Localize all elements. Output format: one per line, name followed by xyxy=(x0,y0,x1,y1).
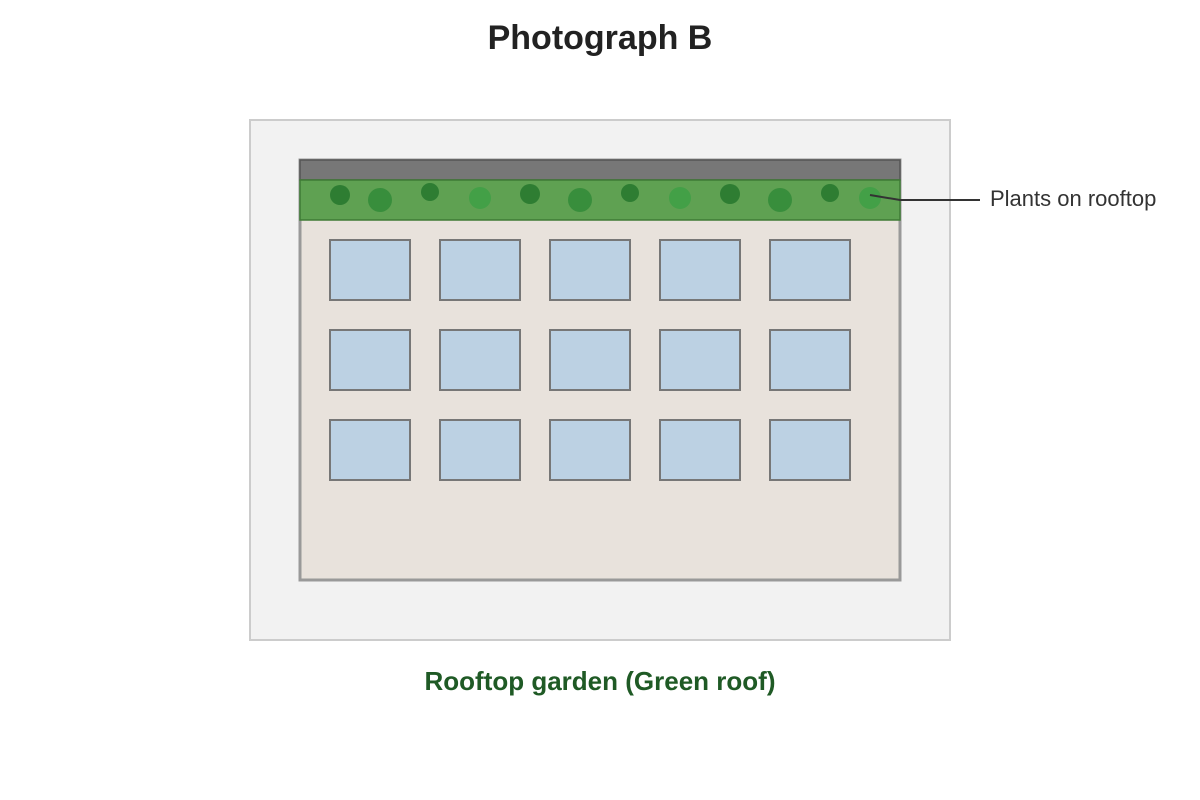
callout-label: Plants on rooftop xyxy=(990,186,1157,211)
roof-cap xyxy=(299,159,901,181)
rooftop-plant xyxy=(821,184,839,202)
building-window xyxy=(329,239,411,301)
rooftop-plant xyxy=(568,188,592,212)
building-windows xyxy=(329,239,851,481)
rooftop-plant xyxy=(621,184,639,202)
building-window xyxy=(659,329,741,391)
building-window xyxy=(769,329,851,391)
building-window xyxy=(439,329,521,391)
building-window xyxy=(439,419,521,481)
rooftop-plants xyxy=(330,183,881,212)
building-window xyxy=(439,239,521,301)
rooftop-plant xyxy=(720,184,740,204)
diagram-caption: Rooftop garden (Green roof) xyxy=(424,666,776,696)
rooftop-plant xyxy=(330,185,350,205)
rooftop-plant xyxy=(859,187,881,209)
building-window xyxy=(549,239,631,301)
rooftop-plant xyxy=(368,188,392,212)
rooftop-plant xyxy=(669,187,691,209)
rooftop-plant xyxy=(469,187,491,209)
rooftop-plant xyxy=(520,184,540,204)
building-window xyxy=(769,239,851,301)
building-window xyxy=(329,329,411,391)
rooftop-plant xyxy=(768,188,792,212)
building-window xyxy=(659,239,741,301)
building-window xyxy=(769,419,851,481)
diagram-title: Photograph B xyxy=(487,19,713,57)
building-window xyxy=(329,419,411,481)
building-window xyxy=(549,329,631,391)
callout-leader-line xyxy=(869,194,980,201)
building-window xyxy=(549,419,631,481)
building-window xyxy=(659,419,741,481)
rooftop-plant xyxy=(421,183,439,201)
